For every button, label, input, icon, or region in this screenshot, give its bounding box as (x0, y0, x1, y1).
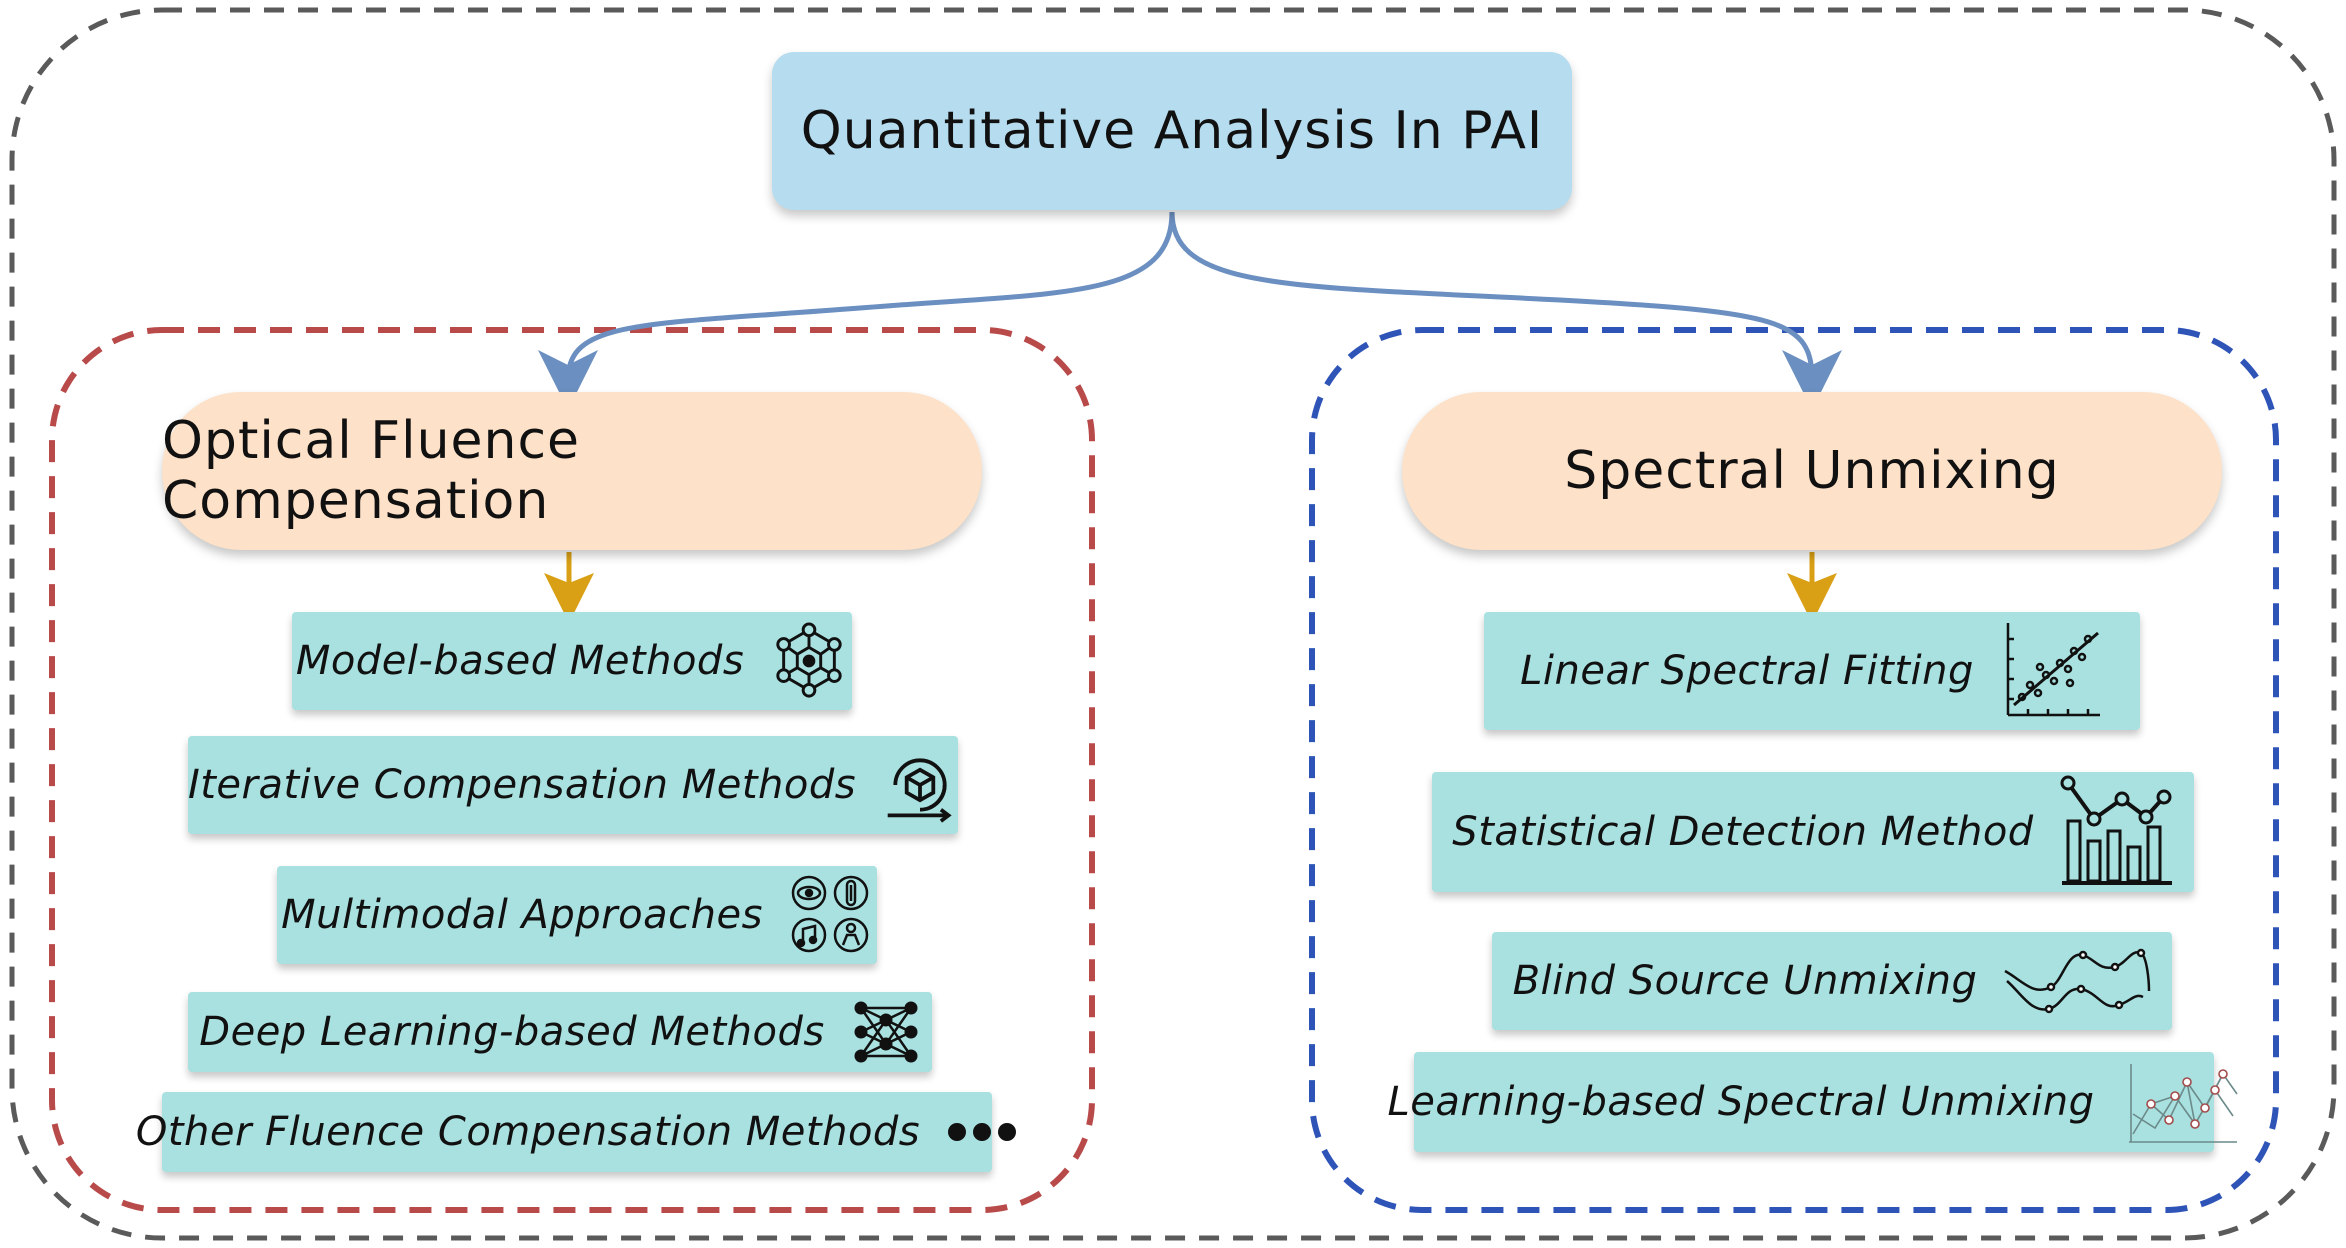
learning-graph-icon (2121, 1054, 2241, 1150)
right-group-frame (1309, 327, 2279, 1213)
item-label: Model-based Methods (295, 638, 745, 684)
molecule-network-icon (770, 622, 848, 700)
scatter-fit-icon (2000, 619, 2104, 723)
right-item-blind-source: Blind Source Unmixing (1492, 932, 2172, 1030)
right-item-learning-spectral: Learning-based Spectral Unmixing (1387, 1052, 2238, 1152)
item-label: Deep Learning-based Methods (199, 1009, 825, 1055)
bar-line-chart-icon (2060, 775, 2174, 889)
item-label: Statistical Detection Method (1452, 809, 2034, 855)
left-category-box: Optical Fluence Compensation (162, 392, 982, 550)
right-category-title: Spectral Unmixing (1564, 441, 2060, 501)
item-label: Learning-based Spectral Unmixing (1387, 1079, 2095, 1125)
left-item-multimodal: Multimodal Approaches (277, 866, 877, 964)
outer-dashed-frame (9, 7, 2337, 1241)
left-item-model-based: Model-based Methods (292, 612, 852, 710)
right-item-statistical: Statistical Detection Method (1432, 772, 2194, 892)
left-category-title: Optical Fluence Compensation (162, 411, 581, 531)
root-title-box: Quantitative Analysis In PAI (772, 52, 1572, 210)
root-title: Quantitative Analysis In PAI (800, 101, 1544, 161)
left-group-frame (49, 327, 1095, 1213)
item-label: Multimodal Approaches (281, 892, 763, 938)
right-category-box: Spectral Unmixing (1402, 392, 2222, 550)
neural-network-icon (851, 998, 921, 1066)
signal-curves-icon (2003, 941, 2151, 1021)
item-label: Blind Source Unmixing (1512, 958, 1978, 1004)
item-label: Other Fluence Compensation Methods (135, 1109, 921, 1155)
item-label: Iterative Compensation Methods (187, 762, 857, 808)
right-item-linear-fitting: Linear Spectral Fitting (1484, 612, 2140, 730)
connector-to-right (1169, 211, 1842, 410)
left-item-other: Other Fluence Compensation Methods (136, 1092, 1017, 1172)
iteration-cycle-icon (882, 747, 958, 823)
multimodal-icon (789, 873, 873, 957)
item-label: Linear Spectral Fitting (1520, 648, 1974, 694)
ellipsis-dots-icon (946, 1121, 1018, 1143)
left-item-iterative: Iterative Compensation Methods (188, 736, 958, 834)
left-item-deep-learning: Deep Learning-based Methods (188, 992, 932, 1072)
connector-to-left (538, 211, 1175, 410)
